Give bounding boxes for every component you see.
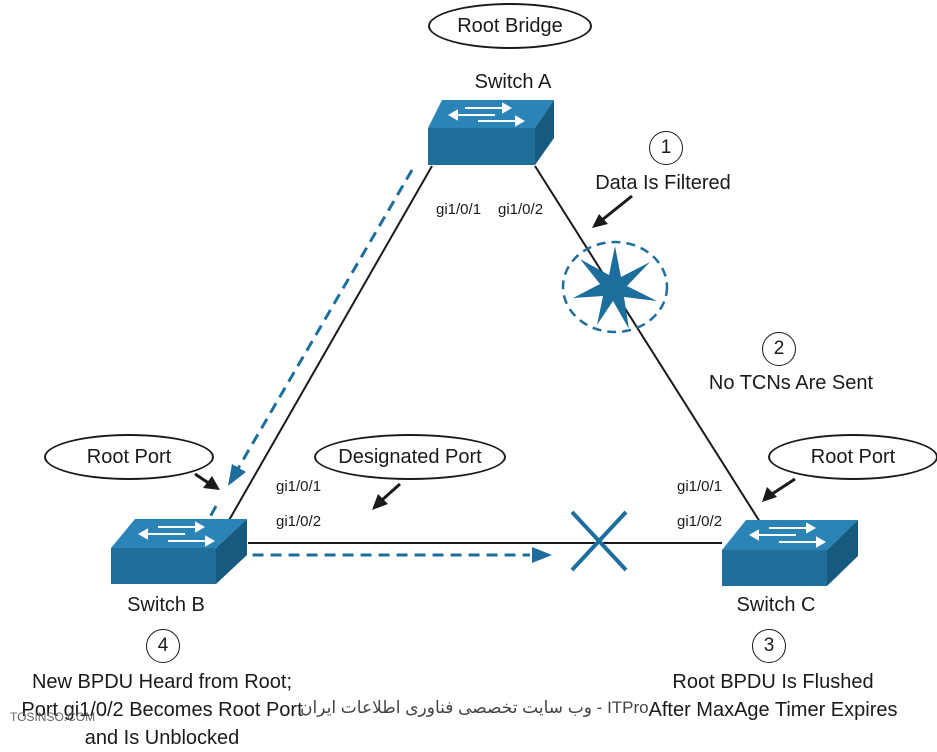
switch-a-label: Switch A — [474, 71, 552, 93]
step-2-text: No TCNs Are Sent — [708, 372, 874, 394]
root-port-c-label: Root Port — [810, 445, 896, 468]
watermark-left: TOSINSO.COM — [10, 710, 96, 724]
switch-c-icon — [722, 520, 858, 586]
switch-a-icon — [428, 100, 554, 165]
link-a-b — [227, 165, 433, 523]
step-4-line-3: and Is Unblocked — [84, 727, 240, 749]
switch-c-port-gi1: gi1/0/1 — [677, 478, 723, 495]
callout-arrows — [194, 194, 796, 510]
step-3-text: Root BPDU Is Flushed After MaxAge Timer … — [649, 668, 898, 724]
step-2-number: 2 — [762, 332, 796, 366]
bpdu-arrowhead-right — [532, 547, 552, 563]
bpdu-dashed-line-down — [234, 169, 414, 473]
designated-port-label: Designated Port — [338, 445, 482, 468]
root-port-c-bubble: Root Port — [768, 434, 937, 480]
switch-b-label: Switch B — [127, 594, 205, 616]
root-port-b-label: Root Port — [86, 445, 172, 468]
switch-c-port-gi2: gi1/0/2 — [677, 513, 723, 530]
blocked-x-icon — [570, 510, 628, 572]
step-3-line-2: After MaxAge Timer Expires — [648, 699, 898, 721]
designated-port-bubble: Designated Port — [314, 434, 506, 480]
step-4-line-1: New BPDU Heard from Root; — [31, 671, 293, 693]
bpdu-path — [181, 169, 552, 563]
switch-c-label: Switch C — [736, 594, 816, 616]
step-3-number: 3 — [752, 629, 786, 663]
root-bridge-bubble: Root Bridge — [428, 3, 592, 49]
link-failure-icon — [561, 240, 669, 334]
switch-a-port-gi2: gi1/0/2 — [498, 201, 544, 218]
switch-b-icon — [111, 519, 247, 584]
switch-a-port-gi1: gi1/0/1 — [436, 201, 482, 218]
root-port-b-bubble: Root Port — [44, 434, 214, 480]
step-1-text: Data Is Filtered — [595, 172, 731, 194]
switch-b-port-gi2: gi1/0/2 — [276, 513, 322, 530]
watermark-center: ITPro - وب سایت تخصصی فناوری اطلاعات ایر… — [300, 698, 649, 717]
step-4-line-2: Port gi1/0/2 Becomes Root Port — [21, 699, 303, 721]
switch-b-port-gi1: gi1/0/1 — [276, 478, 322, 495]
root-bridge-label: Root Bridge — [457, 14, 563, 37]
step-4-text: New BPDU Heard from Root; Port gi1/0/2 B… — [21, 668, 302, 752]
bpdu-arrowhead-down — [228, 464, 246, 486]
step-3-line-1: Root BPDU Is Flushed — [672, 671, 874, 693]
link-a-c — [534, 165, 761, 523]
step-1-number: 1 — [649, 131, 683, 165]
step-4-number: 4 — [146, 629, 180, 663]
